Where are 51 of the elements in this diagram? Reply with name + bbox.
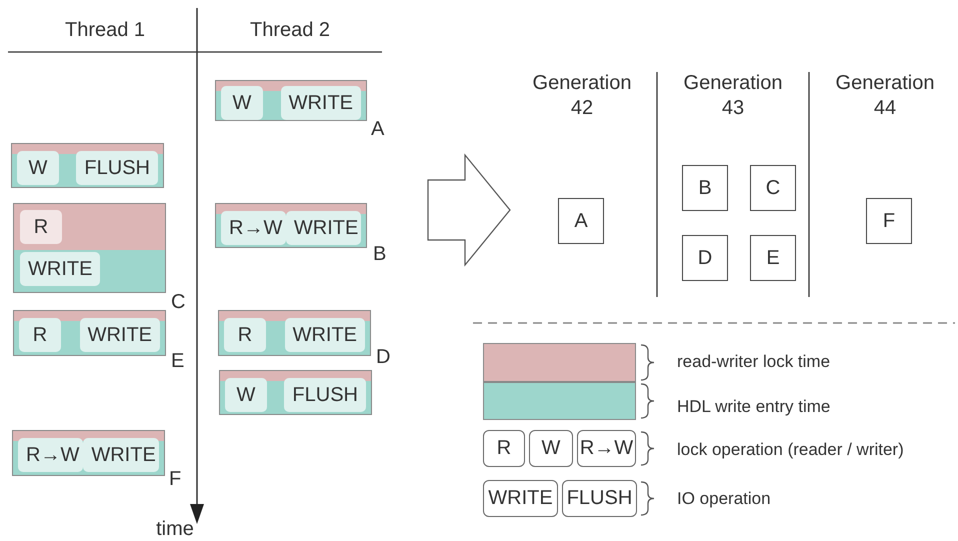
operation-chip: W: [225, 378, 267, 412]
generation-entry-box: [682, 235, 728, 281]
legend-text: IO operation: [677, 490, 771, 507]
entry-letter: E: [171, 351, 184, 371]
generation-entry-box: [682, 165, 728, 211]
entry-letter: D: [376, 347, 390, 367]
entry-letter: B: [373, 244, 386, 264]
legend-text: HDL write entry time: [677, 398, 830, 415]
operation-chip: WRITE: [20, 252, 100, 286]
operation-chip: W: [17, 150, 59, 184]
entry-letter: F: [169, 469, 182, 489]
entry-label: C: [766, 176, 780, 200]
timeline-entry-bar: [219, 370, 372, 415]
generation-heading: Generation 44: [834, 71, 936, 121]
axis-label: time: [155, 517, 195, 541]
generation-heading: Generation 43: [682, 71, 784, 121]
generation-entry-box: [866, 198, 912, 244]
entry-letter: C: [171, 292, 186, 312]
generation-entry-box: [750, 165, 796, 211]
operation-chip: R: [224, 318, 266, 352]
timeline-entry-bar: [11, 143, 164, 188]
entry-label: D: [698, 246, 712, 270]
operation-chip: R: [19, 318, 61, 352]
operation-chip: WRITE: [80, 318, 160, 352]
legend-text: read-writer lock time: [677, 353, 830, 370]
column-heading: Thread 2: [250, 18, 330, 43]
operation-chip: FLUSH: [284, 378, 366, 412]
entry-label: B: [698, 176, 712, 200]
entry-letter: A: [371, 119, 384, 139]
entry-label: F: [882, 210, 896, 232]
legend-chip: R→W: [577, 430, 636, 467]
operation-chip: WRITE: [83, 438, 159, 472]
operation-chip: WRITE: [280, 86, 361, 120]
legend-chip: FLUSH: [562, 480, 637, 517]
column-heading: Thread 1: [65, 18, 145, 43]
generation-entry-box: [558, 198, 604, 244]
operation-chip: FLUSH: [76, 150, 158, 184]
operation-chip: R→W: [221, 210, 286, 244]
operation-chip: WRITE: [284, 318, 365, 352]
generation-entry-box: [750, 235, 796, 281]
legend-chip: W: [529, 430, 573, 467]
operation-chip: R: [20, 210, 62, 244]
operation-chip: WRITE: [286, 210, 361, 244]
legend-chip: R: [483, 430, 525, 467]
legend-text: lock operation (reader / writer): [677, 441, 904, 458]
entry-label: E: [766, 246, 780, 270]
operation-chip: W: [221, 86, 263, 120]
entry-label: A: [574, 210, 588, 232]
generation-heading: Generation 42: [532, 71, 632, 121]
legend-chip: WRITE: [483, 480, 558, 517]
operation-chip: R→W: [18, 438, 84, 472]
